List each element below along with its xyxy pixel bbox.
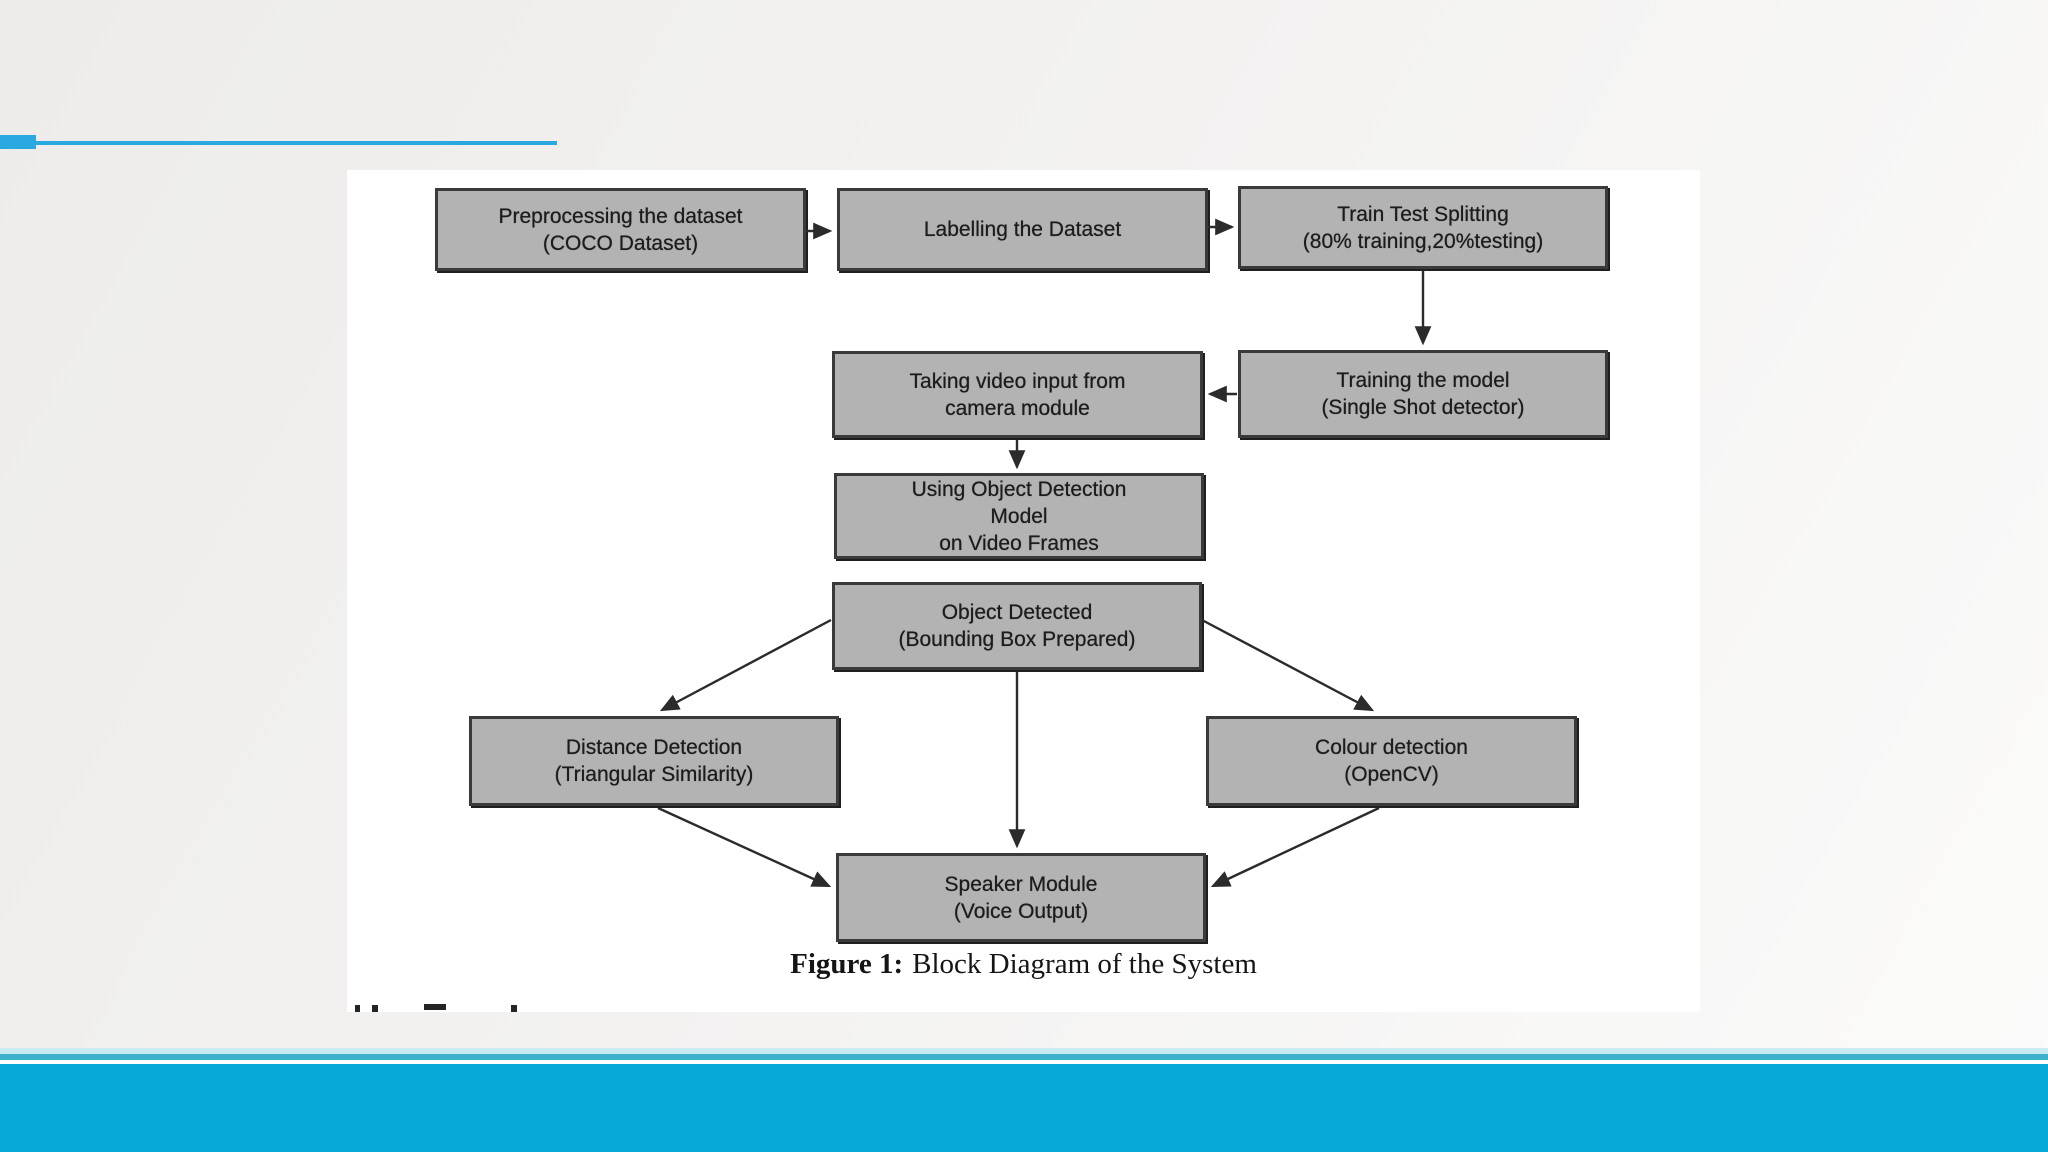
box-line: (Voice Output): [953, 899, 1089, 923]
box-line: Colour detection: [1315, 736, 1468, 759]
clipped-text-fragment: [372, 1005, 378, 1012]
object-detection-model-box: Using Object Detection Model on Video Fr…: [834, 473, 1204, 559]
box-line: Object Detected: [941, 601, 1093, 624]
box-line: (Single Shot detector): [1321, 396, 1525, 419]
box-line: on Video Frames: [939, 531, 1099, 555]
train-test-splitting-box: Train Test Splitting (80% training,20%te…: [1238, 186, 1608, 269]
training-model-box: Training the model (Single Shot detector…: [1238, 350, 1608, 438]
footer-teal-line: [0, 1054, 2048, 1060]
speaker-module-box: Speaker Module (Voice Output): [836, 853, 1206, 942]
footer-pale-line: [0, 1048, 2048, 1054]
preprocessing-dataset-box: Preprocessing the dataset (COCO Dataset): [435, 188, 806, 271]
top-accent-line: [0, 141, 557, 145]
object-detected-box: Object Detected (Bounding Box Prepared): [832, 582, 1202, 670]
footer-cyan-bar: [0, 1064, 2048, 1152]
box-line: Train Test Splitting: [1337, 202, 1509, 226]
box-line: Preprocessing the dataset: [498, 204, 743, 228]
colour-detection-box: Colour detection (OpenCV): [1206, 716, 1577, 806]
figure-caption: Figure 1:Block Diagram of the System: [347, 948, 1700, 981]
labelling-dataset-box: Labelling the Dataset: [837, 188, 1208, 271]
box-line: (OpenCV): [1344, 763, 1439, 786]
footer-white-line: [0, 1060, 2048, 1064]
box-line: Model: [990, 504, 1048, 528]
box-line: camera module: [945, 396, 1090, 420]
box-line: (80% training,20%testing): [1302, 229, 1544, 253]
box-line: Speaker Module: [944, 872, 1098, 896]
clipped-text-fragment: [511, 1005, 517, 1012]
figure-caption-text: Block Diagram of the System: [912, 948, 1257, 980]
box-line: Using Object Detection: [911, 477, 1127, 501]
box-line: Labelling the Dataset: [923, 218, 1122, 241]
clipped-text-fragment: [424, 1004, 446, 1010]
box-line: Distance Detection: [565, 736, 743, 759]
box-line: (Bounding Box Prepared): [898, 628, 1136, 651]
video-input-box: Taking video input from camera module: [832, 351, 1203, 438]
figure-caption-label: Figure 1:: [790, 948, 904, 980]
distance-detection-box: Distance Detection (Triangular Similarit…: [469, 716, 839, 806]
box-line: (COCO Dataset): [542, 231, 699, 255]
box-line: Training the model: [1336, 369, 1510, 392]
box-line: Taking video input from: [909, 369, 1126, 393]
clipped-text-fragment: [355, 1005, 360, 1012]
box-line: (Triangular Similarity): [554, 763, 754, 786]
